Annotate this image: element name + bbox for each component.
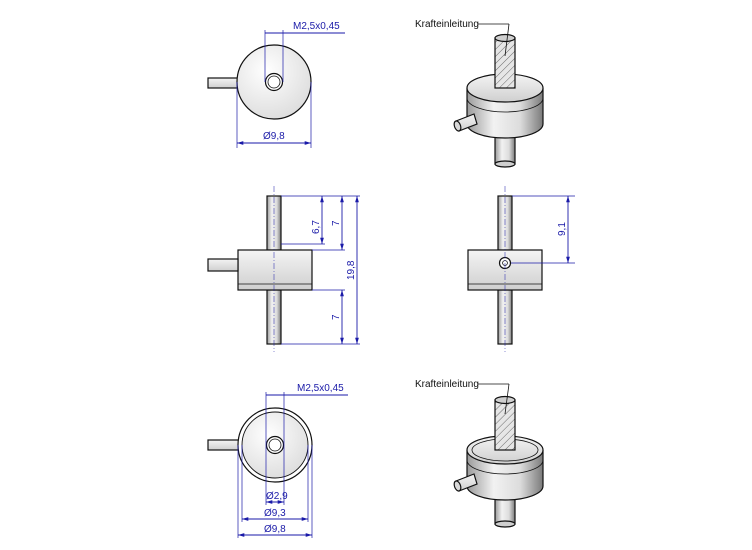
side-view-left: 6,7 7 19,8 7 [207, 186, 360, 352]
dim-7-lower: 7 [331, 314, 342, 320]
dim-19-8: 19,8 [346, 260, 357, 280]
dim-9-1: 9,1 [557, 222, 568, 236]
diameter-label-9-8-bottom: Ø9,8 [264, 524, 286, 535]
diameter-label-top: Ø9,8 [263, 131, 285, 142]
thread-dim-label-top: M2,5x0,45 [293, 21, 340, 32]
sensor-body-side [237, 249, 313, 291]
dim-7-upper: 7 [331, 220, 342, 226]
callout-force-input-top: Krafteinleitung [415, 19, 479, 30]
dim-6-7: 6,7 [311, 220, 322, 234]
isometric-view-upper: Krafteinleitung [415, 19, 544, 168]
callout-force-input-bottom: Krafteinleitung [415, 379, 479, 390]
diameter-label-2-9: Ø2,9 [266, 491, 288, 502]
top-view-upper: M2,5x0,45 Ø9,8 [207, 21, 345, 148]
diameter-label-9-3: Ø9,3 [264, 508, 286, 519]
cable-stub [207, 77, 241, 89]
top-view-lower: M2,5x0,45 Ø2,9 Ø9,3 Ø9,8 [207, 383, 348, 538]
force-pin-lower [494, 399, 516, 451]
thread-dim-label-bottom: M2,5x0,45 [297, 383, 344, 394]
force-pin-upper [494, 37, 516, 89]
isometric-view-lower: Krafteinleitung [415, 379, 544, 528]
front-view-right: 9,1 [467, 186, 575, 352]
